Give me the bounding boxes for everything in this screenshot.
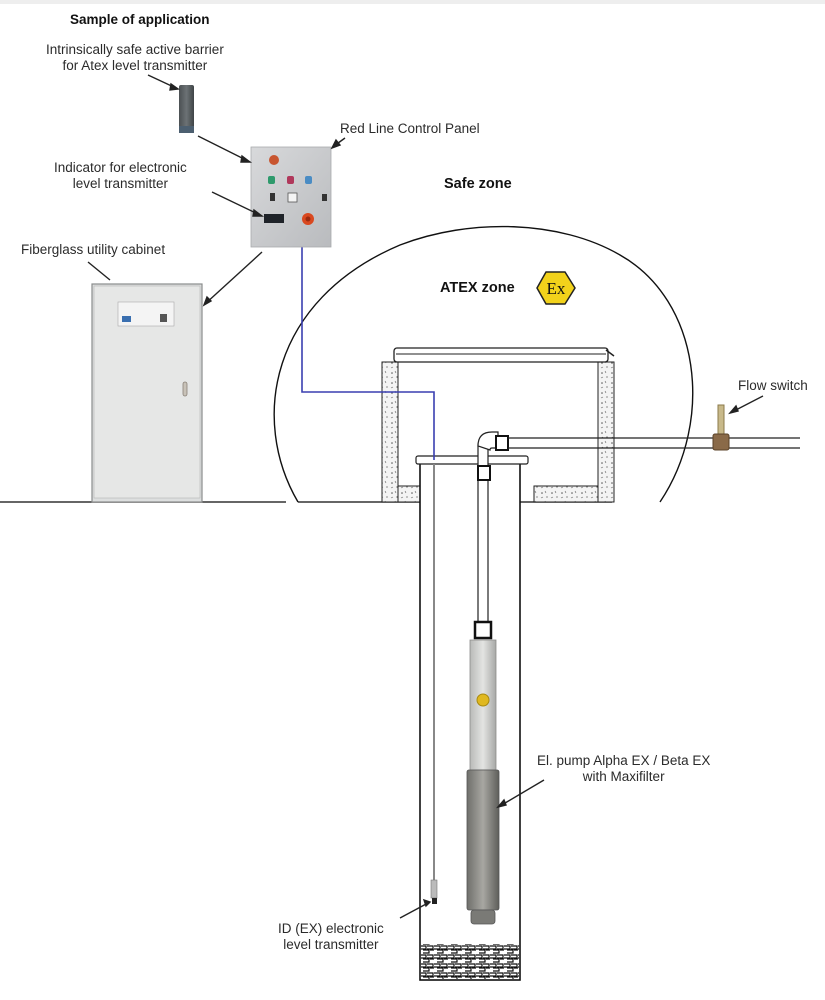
label-indicator: Indicator for electronic level transmitt…: [54, 160, 187, 192]
label-indicator-line1: Indicator for electronic: [54, 160, 187, 175]
label-pump: El. pump Alpha EX / Beta EX with Maxifil…: [537, 753, 710, 785]
label-pump-line2: with Maxifilter: [582, 769, 665, 784]
leader-arrows: [87, 74, 764, 919]
label-barrier: Intrinsically safe active barrier for At…: [46, 42, 224, 74]
flow-switch: [712, 404, 730, 451]
svg-text:Ex: Ex: [547, 279, 566, 298]
signal-cable: [301, 247, 435, 460]
top-band: [0, 0, 825, 4]
label-flow-switch: Flow switch: [738, 378, 808, 393]
label-barrier-line1: Intrinsically safe active barrier: [46, 42, 224, 57]
diagram-title: Sample of application: [70, 12, 210, 27]
chamber-lid: [393, 347, 615, 363]
label-atex-zone: ATEX zone: [440, 280, 515, 296]
pump: [466, 639, 500, 925]
label-level-transmitter-line2: level transmitter: [283, 937, 379, 952]
discharge-pipe: [473, 431, 800, 640]
label-level-transmitter-line1: ID (EX) electronic: [278, 921, 384, 936]
label-cabinet: Fiberglass utility cabinet: [21, 242, 166, 257]
atex-zone-boundary: [273, 225, 694, 503]
label-indicator-line2: level transmitter: [72, 176, 169, 191]
label-pump-line1: El. pump Alpha EX / Beta EX: [537, 753, 711, 768]
fiberglass-cabinet: [91, 283, 203, 503]
gravel-bed: [421, 944, 519, 979]
level-transmitter: [430, 464, 438, 904]
barrier-device: [179, 85, 194, 133]
label-control-panel: Red Line Control Panel: [340, 121, 480, 136]
label-safe-zone: Safe zone: [444, 176, 512, 192]
label-level-transmitter: ID (EX) electronic level transmitter: [278, 921, 384, 953]
atex-ex-icon: Ex: [536, 271, 576, 305]
label-barrier-line2: for Atex level transmitter: [62, 58, 208, 73]
control-panel: [250, 146, 332, 248]
